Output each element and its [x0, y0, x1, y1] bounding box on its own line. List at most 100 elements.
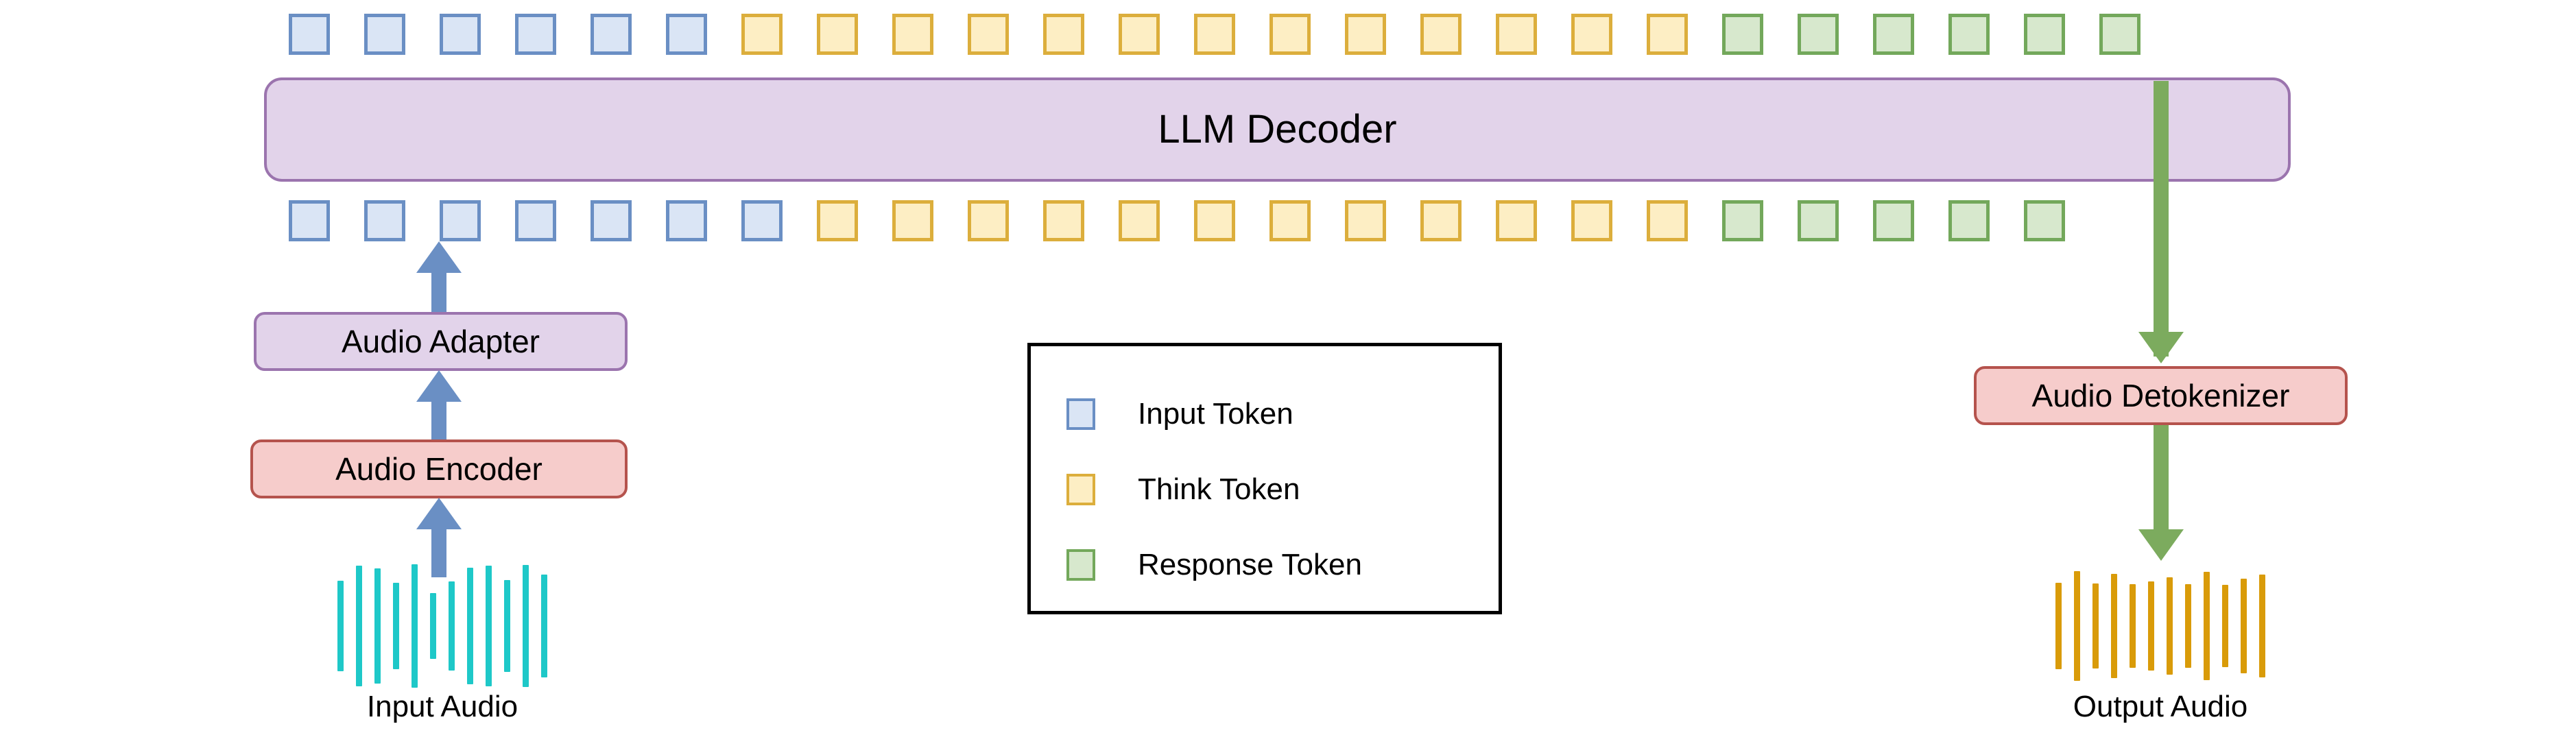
bottom-row-token-response — [1722, 200, 1763, 241]
output-waveform-bar — [2185, 584, 2191, 668]
llm-decoder-block[interactable]: LLM Decoder — [264, 77, 2291, 182]
legend-swatch-response-icon — [1066, 549, 1095, 581]
audio-adapter-block[interactable]: Audio Adapter — [254, 312, 628, 371]
bottom-row-token-response — [1873, 200, 1914, 241]
bottom-row-token-response — [1798, 200, 1839, 241]
legend-item-response: Response Token — [1066, 527, 1499, 603]
bottom-row-token-response — [1948, 200, 1990, 241]
bottom-row-token-think — [1119, 200, 1160, 241]
audio-adapter-label: Audio Adapter — [341, 324, 540, 359]
output-waveform-bar — [2241, 579, 2247, 673]
detokenizer-to-audio-arrow-head — [2138, 529, 2184, 561]
input-waveform-bar — [393, 583, 399, 669]
top-row-token-response — [2099, 14, 2140, 55]
top-row-token-input — [591, 14, 632, 55]
output-waveform-bar — [2092, 583, 2099, 668]
legend-label-input: Input Token — [1138, 397, 1293, 431]
bottom-row-token-think — [968, 200, 1009, 241]
top-row-token-response — [1722, 14, 1763, 55]
bottom-row-token-response — [2024, 200, 2065, 241]
top-row-token-think — [1194, 14, 1235, 55]
top-row-token-think — [968, 14, 1009, 55]
bottom-row-token-think — [1496, 200, 1537, 241]
input-waveform-bar — [486, 566, 492, 686]
top-row-token-think — [817, 14, 858, 55]
legend-label-think: Think Token — [1138, 472, 1300, 506]
top-row-token-think — [741, 14, 783, 55]
top-row-token-think — [1043, 14, 1084, 55]
bottom-row-token-input — [741, 200, 783, 241]
input-waveform-bar — [504, 580, 510, 672]
top-row-token-think — [1496, 14, 1537, 55]
top-row-token-think — [1647, 14, 1688, 55]
input-waveform-bar — [467, 568, 473, 684]
legend-swatch-think-icon — [1066, 474, 1095, 505]
input-waveform-bar — [374, 568, 381, 684]
bottom-row-token-input — [289, 200, 330, 241]
output-waveform-bar — [2222, 585, 2228, 667]
output-waveform-bar — [2204, 572, 2210, 680]
legend-swatch-input-icon — [1066, 398, 1095, 430]
bottom-row-token-think — [1420, 200, 1462, 241]
input-waveform-bar — [449, 581, 455, 671]
output-audio-caption: Output Audio — [2073, 690, 2248, 723]
audio-detokenizer-label: Audio Detokenizer — [2031, 378, 2290, 413]
bottom-row-token-input — [666, 200, 707, 241]
top-row-token-response — [1798, 14, 1839, 55]
legend-item-input: Input Token — [1066, 376, 1499, 452]
token-row-bottom — [289, 200, 2099, 241]
encoder-to-adapter-arrow-head — [416, 370, 462, 402]
top-row-token-input — [515, 14, 556, 55]
top-row-token-think — [892, 14, 933, 55]
audio-encoder-block[interactable]: Audio Encoder — [250, 439, 628, 498]
bottom-row-token-input — [364, 200, 405, 241]
input-waveform-bar — [541, 575, 547, 677]
detokenizer-to-audio-arrow-shaft — [2154, 425, 2169, 539]
output-waveform-bar — [2167, 577, 2173, 675]
legend-label-response: Response Token — [1138, 548, 1362, 581]
decoder-to-detokenizer-arrow-head — [2138, 332, 2184, 363]
output-waveform-bar — [2074, 571, 2080, 681]
bottom-row-token-input — [440, 200, 481, 241]
output-waveform-bar — [2130, 584, 2136, 668]
top-row-token-think — [1420, 14, 1462, 55]
output-waveform-bar — [2259, 575, 2265, 677]
bottom-row-token-think — [1345, 200, 1386, 241]
adapter-to-tokens-arrow-head — [416, 241, 462, 273]
llm-decoder-label: LLM Decoder — [1158, 107, 1397, 152]
input-waveform-bar — [523, 565, 529, 687]
legend-item-think: Think Token — [1066, 452, 1499, 527]
output-waveform-bar — [2055, 583, 2062, 669]
input-audio-caption: Input Audio — [366, 690, 518, 723]
audio-to-encoder-arrow-head — [416, 498, 462, 529]
bottom-row-token-input — [591, 200, 632, 241]
output-audio-waveform — [2030, 561, 2291, 691]
output-waveform-bar — [2148, 581, 2154, 671]
top-row-token-think — [1571, 14, 1612, 55]
input-waveform-bar — [356, 566, 362, 686]
adapter-to-tokens-arrow-shaft — [431, 271, 446, 313]
bottom-row-token-think — [1043, 200, 1084, 241]
top-row-token-think — [1345, 14, 1386, 55]
bottom-row-token-input — [515, 200, 556, 241]
input-waveform-bar — [412, 564, 418, 688]
bottom-row-token-think — [1647, 200, 1688, 241]
encoder-to-adapter-arrow-shaft — [431, 400, 446, 441]
top-row-token-response — [2024, 14, 2065, 55]
bottom-row-token-think — [1269, 200, 1311, 241]
input-waveform-bar — [430, 593, 436, 659]
token-row-top — [289, 14, 2175, 55]
top-row-token-input — [666, 14, 707, 55]
decoder-to-detokenizer-arrow-shaft — [2154, 81, 2169, 357]
audio-detokenizer-block[interactable]: Audio Detokenizer — [1974, 366, 2348, 425]
bottom-row-token-think — [1571, 200, 1612, 241]
top-row-token-think — [1119, 14, 1160, 55]
audio-to-encoder-arrow-shaft — [431, 528, 446, 577]
input-waveform-bar — [337, 581, 344, 671]
audio-encoder-label: Audio Encoder — [335, 451, 542, 487]
top-row-token-input — [289, 14, 330, 55]
top-row-token-input — [440, 14, 481, 55]
top-row-token-input — [364, 14, 405, 55]
